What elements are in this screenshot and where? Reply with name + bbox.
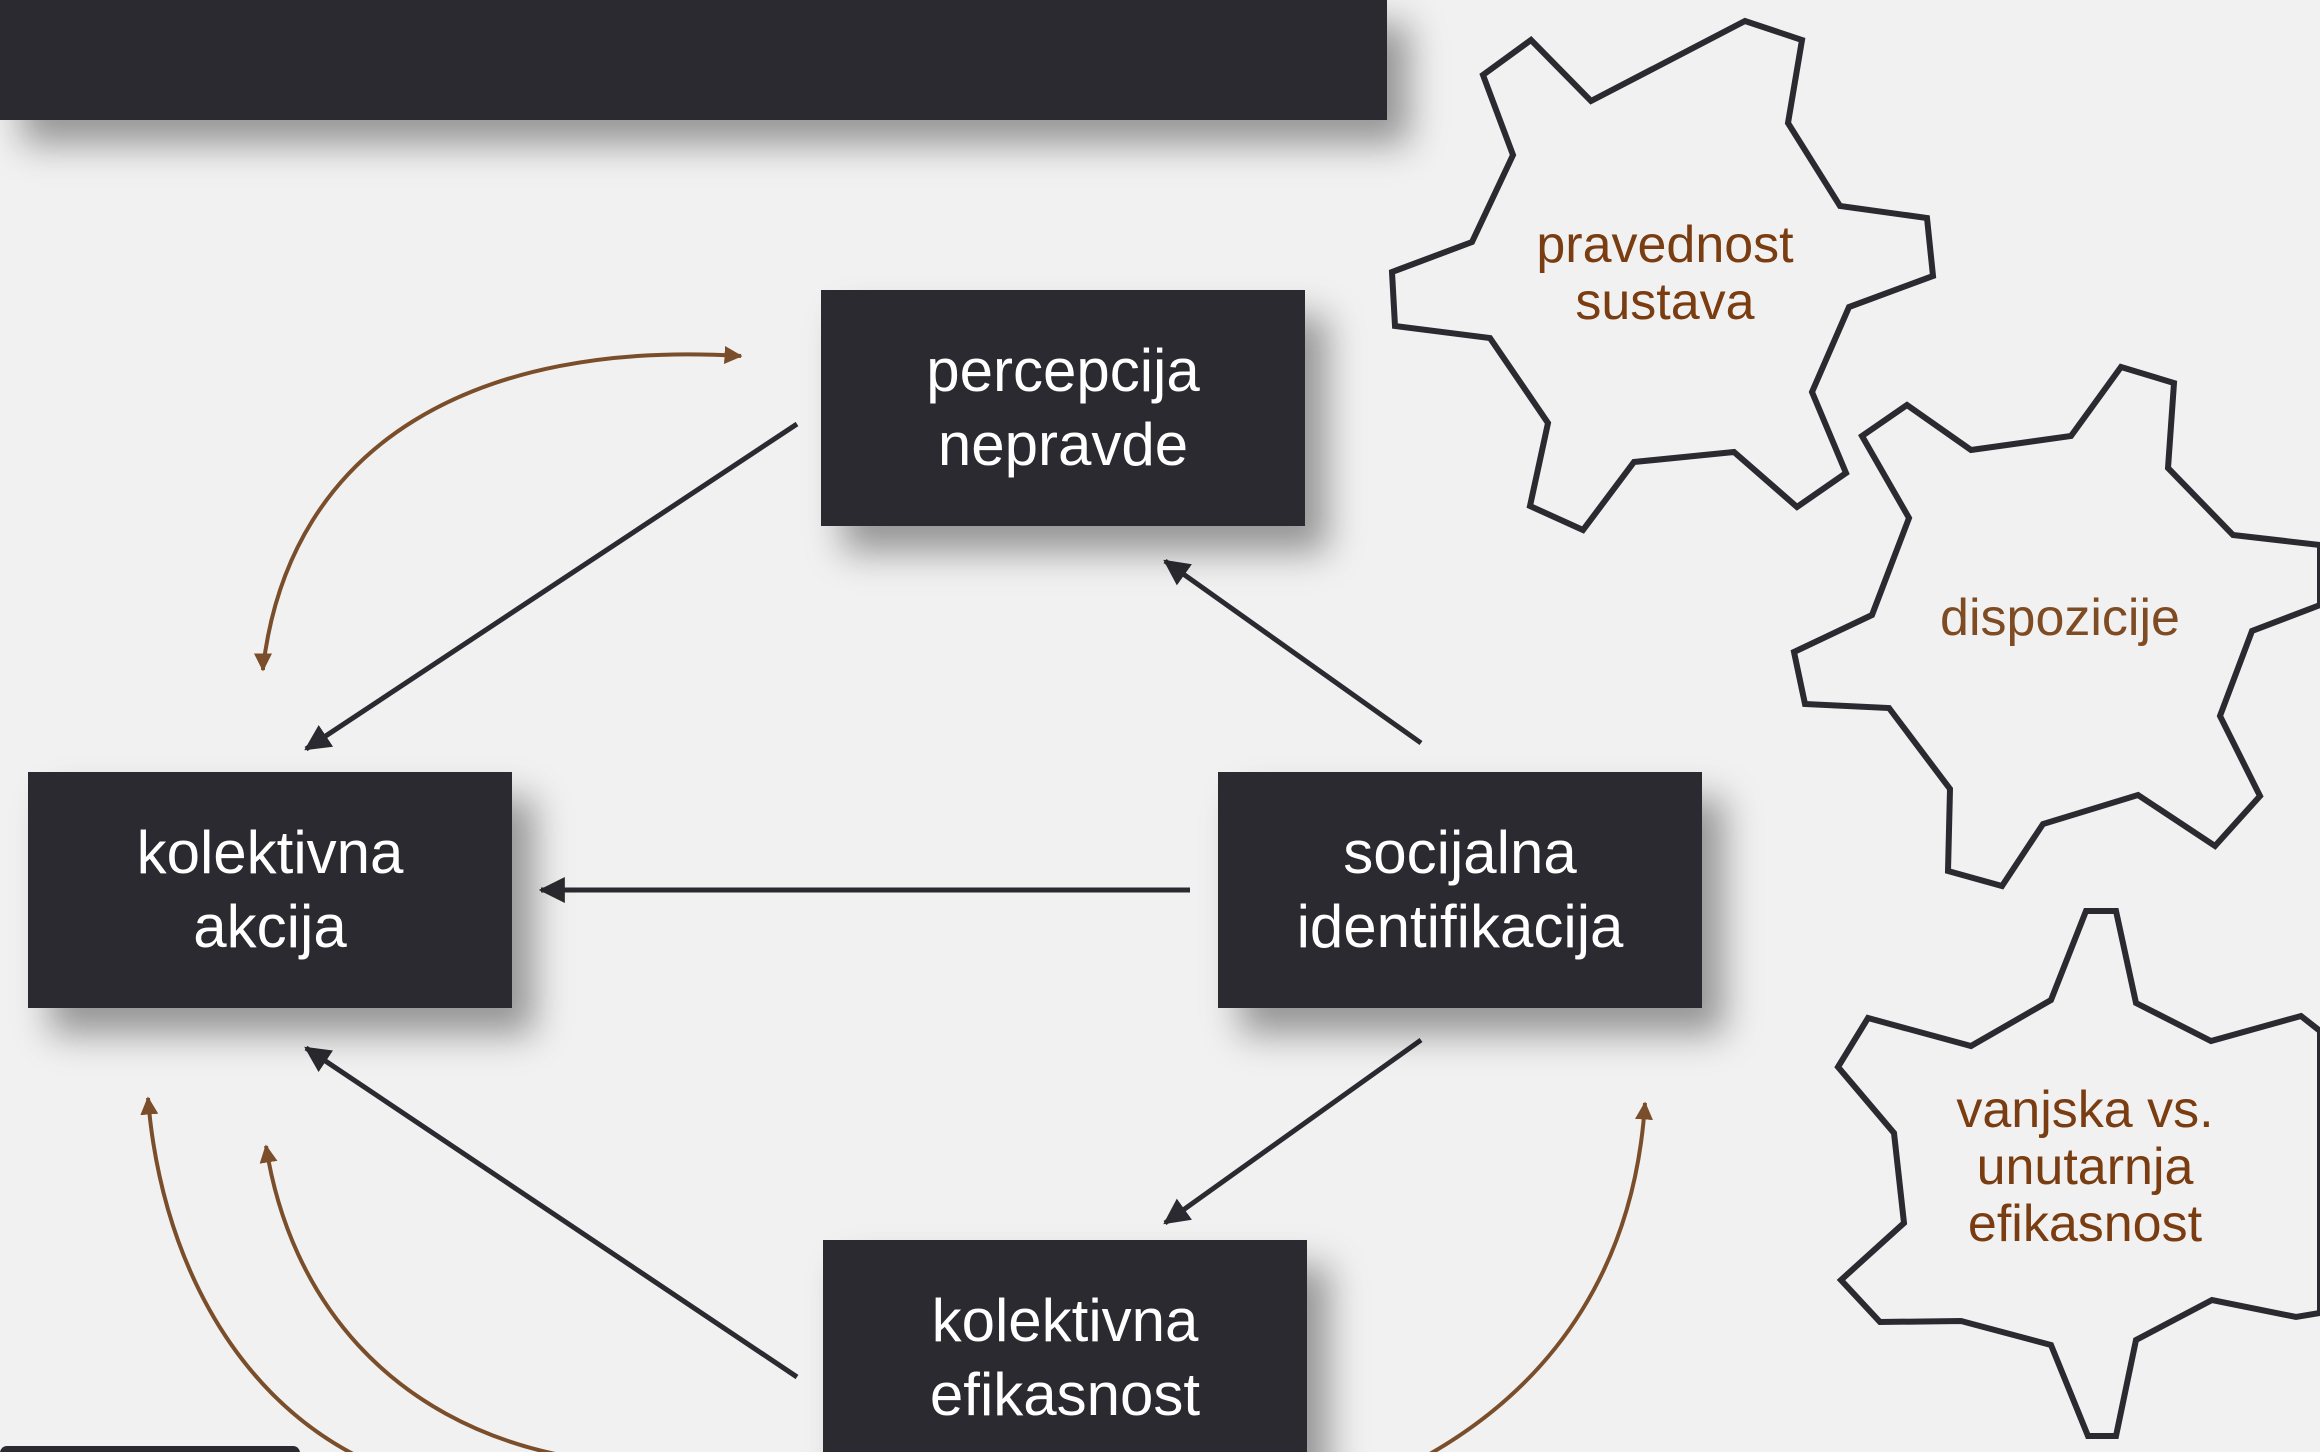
gear-label-line2: sustava (1575, 273, 1755, 331)
curved-arrow-left-up (140, 1096, 354, 1452)
node-kolektivna-efikasnost: kolektivna efikasnost (823, 1240, 1307, 1452)
gear-vanjska-icon (1834, 908, 2320, 1439)
node-label-line2: akcija (193, 893, 347, 960)
gear-label-dispozicije: dispozicije (1860, 590, 2260, 647)
curved-arrow-top-right (261, 346, 743, 669)
arrow-efikasnost-to-akcija (304, 1045, 799, 1380)
title-bar (0, 0, 1387, 120)
gear-label-line1: vanjska vs. (1956, 1081, 2214, 1139)
arrow-socijalna-to-efikasnost (1163, 1037, 1423, 1226)
node-percepcija-nepravde: percepcija nepravde (821, 290, 1305, 526)
node-socijalna-identifikacija: socijalna identifikacija (1218, 772, 1702, 1008)
gear-label-line3: efikasnost (1967, 1195, 2203, 1253)
node-label-line2: nepravde (937, 411, 1189, 478)
bottom-edge-bar (0, 1446, 300, 1452)
curved-arrow-right-up (1429, 1101, 1653, 1452)
node-kolektivna-akcija: kolektivna akcija (28, 772, 512, 1008)
arrow-percepcija-to-akcija (304, 421, 799, 752)
node-label-line2: identifikacija (1296, 893, 1624, 960)
gear-label-pravednost-sustava: pravednost sustava (1465, 217, 1865, 331)
node-label-line1: socijalna (1343, 819, 1577, 886)
gear-label-vanjska-unutarnja-efikasnost: vanjska vs. unutarnja efikasnost (1885, 1082, 2285, 1253)
gear-label-line1: dispozicije (1940, 589, 2180, 647)
curved-arrow-inner-up (259, 1144, 556, 1452)
node-label-line1: kolektivna (136, 819, 404, 886)
node-label-line1: kolektivna (931, 1287, 1199, 1354)
node-label-line1: percepcija (926, 337, 1200, 404)
gear-label-line1: pravednost (1536, 216, 1794, 274)
node-label-line2: efikasnost (929, 1361, 1201, 1428)
gear-pravednost-icon (1388, 17, 1937, 534)
gear-label-line2: unutarnja (1976, 1138, 2194, 1196)
gear-dispozicije-icon (1790, 363, 2320, 890)
arrow-socijalna-to-percepcija (1163, 558, 1423, 746)
